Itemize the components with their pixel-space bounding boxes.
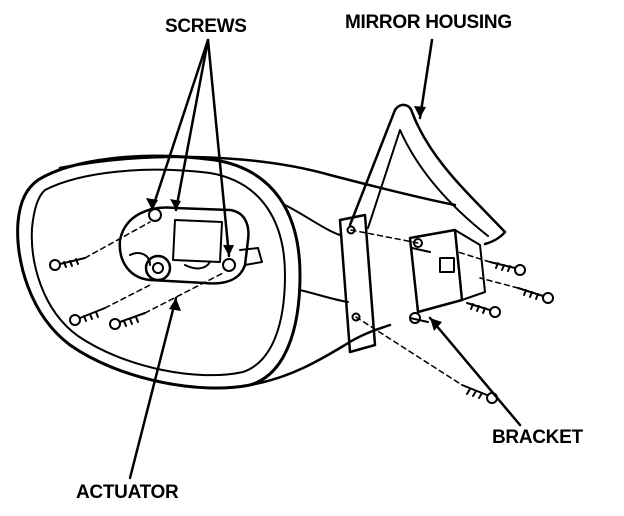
screw-left-1: [49, 257, 86, 271]
screw-right-2: [517, 287, 554, 304]
bracket-tab: [439, 257, 455, 273]
actuator-pivot: [144, 254, 172, 282]
screw-left-2: [69, 307, 106, 326]
housing-top-edge: [58, 155, 457, 207]
mirror-housing: [16, 103, 507, 390]
housing-mount-arm-inner: [367, 129, 489, 237]
label-bracket: BRACKET: [492, 427, 583, 448]
bracket-stud-post: [409, 247, 431, 323]
screw-left-3: [109, 312, 146, 330]
leader-arrowheads: [146, 106, 442, 331]
actuator-screw-boss-left: [148, 208, 162, 222]
actuator-pivot-hub: [152, 262, 164, 274]
actuator-screw-boss-right: [222, 258, 236, 272]
actuator-connector: [239, 247, 263, 266]
actuator-inner-box: [172, 219, 223, 263]
label-actuator: ACTUATOR: [76, 482, 179, 503]
label-mirror-housing: MIRROR HOUSING: [345, 12, 512, 33]
screw-right-1: [489, 261, 526, 276]
actuator-assembly: [118, 206, 263, 285]
bracket-flange: [454, 229, 486, 301]
alignment-lines: [84, 221, 519, 386]
mirror-face-rim-outer: [16, 154, 302, 390]
housing-side-wall: [284, 204, 349, 303]
leader-lines: [128, 38, 522, 480]
bracket-stud-top: [413, 238, 423, 248]
mirror-face-rim-inner: [30, 168, 286, 377]
bracket-assembly: [408, 228, 486, 324]
housing-base-plate: [338, 213, 377, 354]
screw-right-3: [466, 302, 501, 318]
screw-bottom: [461, 384, 498, 404]
label-screws: SCREWS: [165, 16, 247, 37]
screws: [49, 257, 554, 404]
housing-bottom-edge: [248, 323, 392, 387]
actuator-arm: [129, 252, 211, 270]
housing-mount-arm: [348, 103, 507, 246]
plate-hole-bottom: [351, 312, 361, 322]
